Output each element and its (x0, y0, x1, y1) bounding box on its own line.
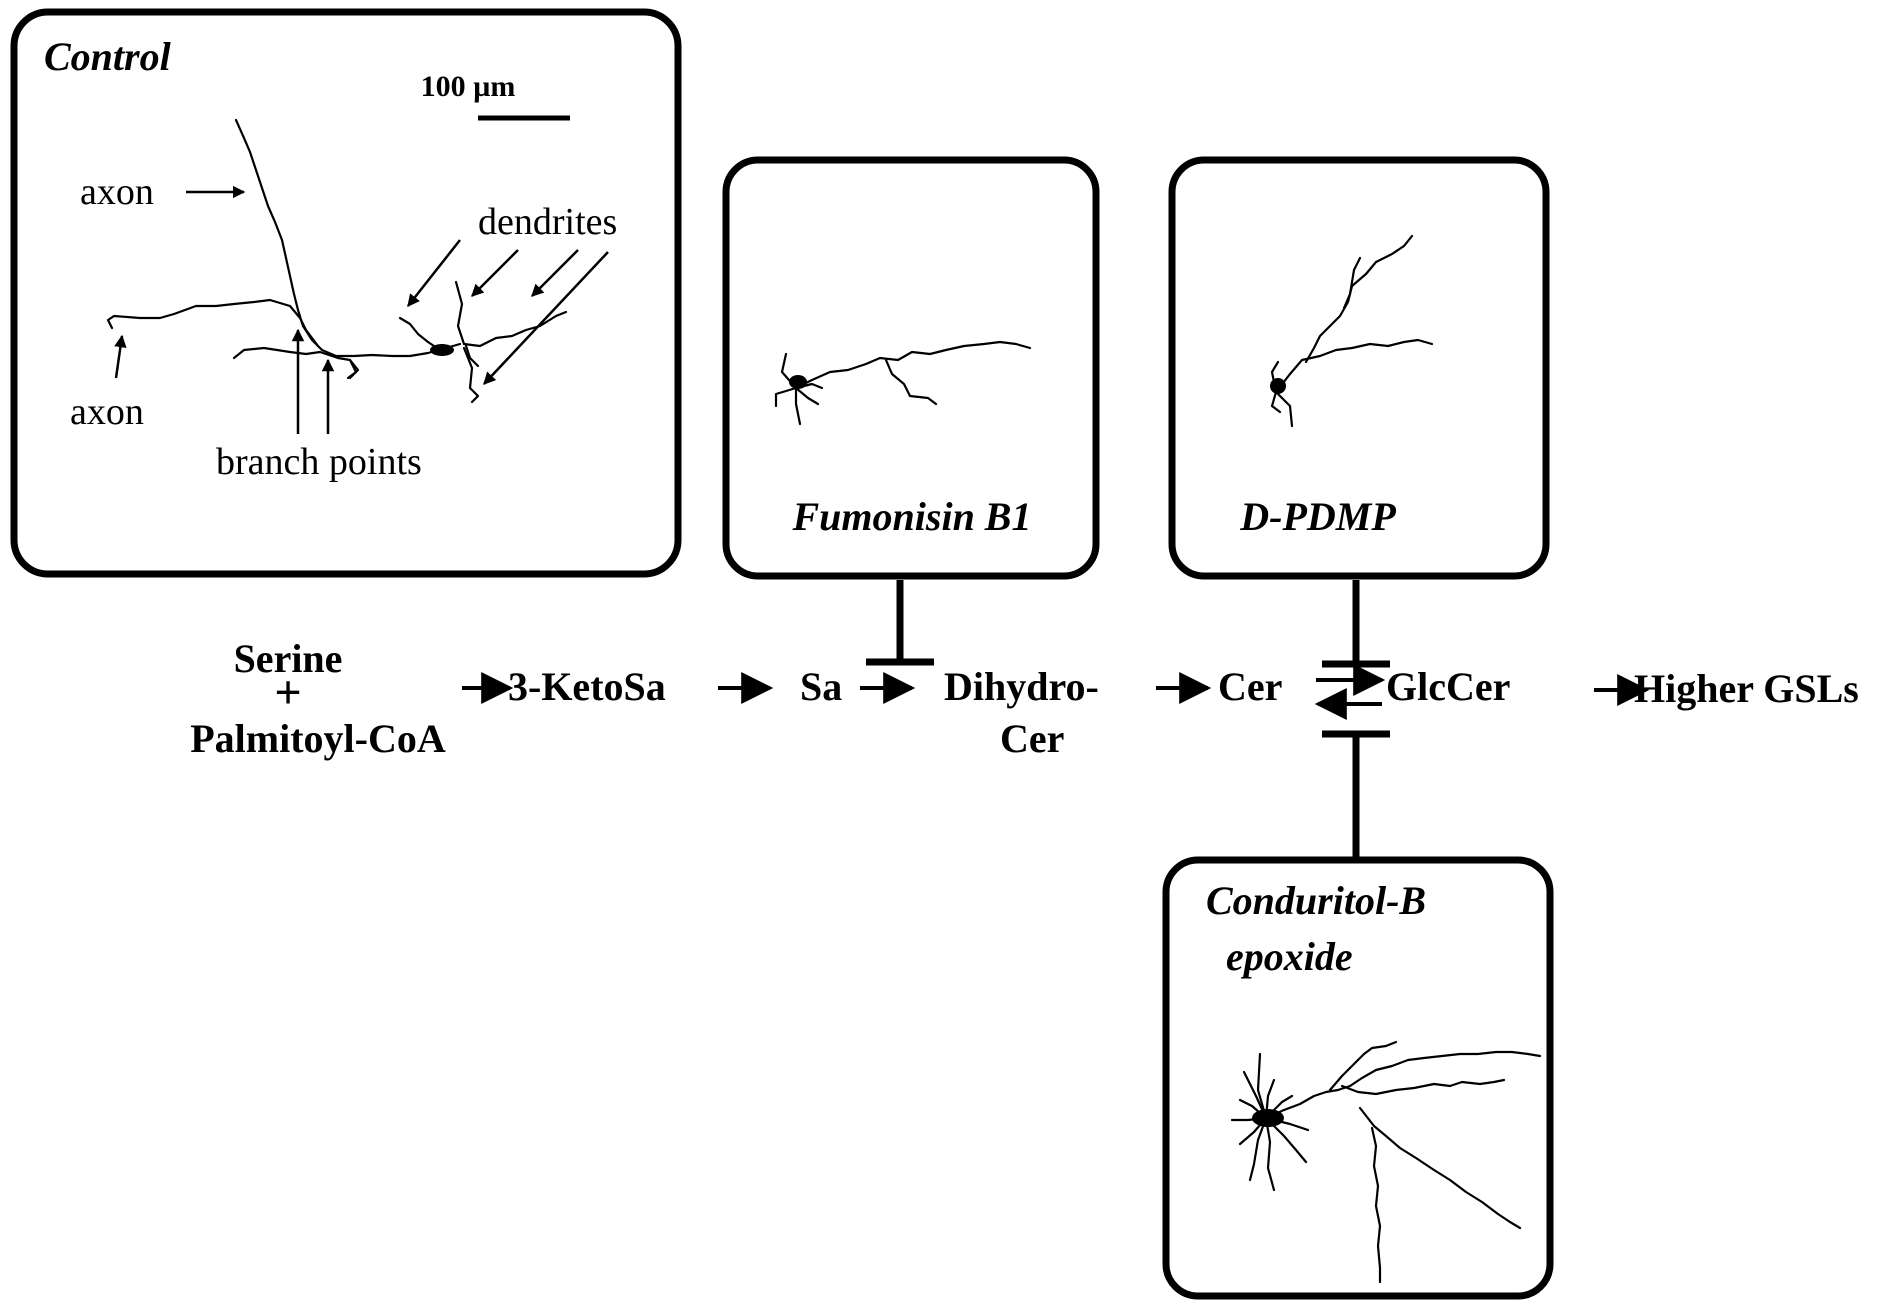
dihydrocer-label-line2: Cer (1000, 716, 1064, 761)
pdmp-neuron (1270, 234, 1434, 428)
dihydrocer-label-line1: Dihydro- (944, 664, 1099, 709)
fumonisin-panel: Fumonisin B1 (722, 156, 1100, 580)
control-soma (430, 344, 454, 356)
glccer-label: GlcCer (1386, 664, 1510, 709)
scale-bar-label: 100 µm (421, 70, 516, 103)
dendrites-label: dendrites (478, 201, 617, 243)
cer-label: Cer (1218, 664, 1282, 709)
control-box (10, 8, 682, 578)
pdmp-panel: D-PDMP (1168, 156, 1550, 580)
serine-label: Serine (234, 636, 343, 681)
sa-label: Sa (800, 664, 842, 709)
control-panel: Control 100 µm axon dendrites axon bran (10, 8, 682, 578)
fumonisin-box (722, 156, 1100, 580)
palmitoyl-coa-label: Palmitoyl-CoA (190, 716, 446, 761)
pathway: Serine + Palmitoyl-CoA 3-KetoSa Sa Dihyd… (190, 580, 1859, 858)
pdmp-title: D-PDMP (1239, 494, 1396, 539)
branch-points-label: branch points (216, 441, 422, 483)
conduritol-title-line1: Conduritol-B (1206, 878, 1426, 923)
conduritol-panel: Conduritol-B epoxide (1162, 856, 1554, 1300)
fumonisin-title: Fumonisin B1 (791, 494, 1031, 539)
axon-top-label: axon (80, 171, 154, 213)
dendrite-arrow-2 (471, 249, 519, 297)
higher-gsls-label: Higher GSLs (1634, 666, 1859, 711)
plus-sign: + (274, 666, 301, 719)
control-title: Control (44, 34, 172, 79)
dendrite-arrow-1 (407, 239, 461, 307)
axon-bottom-label: axon (70, 391, 144, 433)
pdmp-box (1168, 156, 1550, 580)
conduritol-box (1162, 856, 1554, 1300)
axon-bottom-arrow (114, 334, 127, 379)
control-neuron (106, 118, 568, 404)
fumonisin-neuron (774, 340, 1032, 426)
conduritol-neuron (1230, 1040, 1542, 1284)
dendrite-arrow-4 (483, 251, 609, 385)
dendrite-arrow-3 (531, 249, 579, 297)
conduritol-title-line2: epoxide (1226, 934, 1353, 979)
ketosa-label: 3-KetoSa (508, 664, 666, 709)
